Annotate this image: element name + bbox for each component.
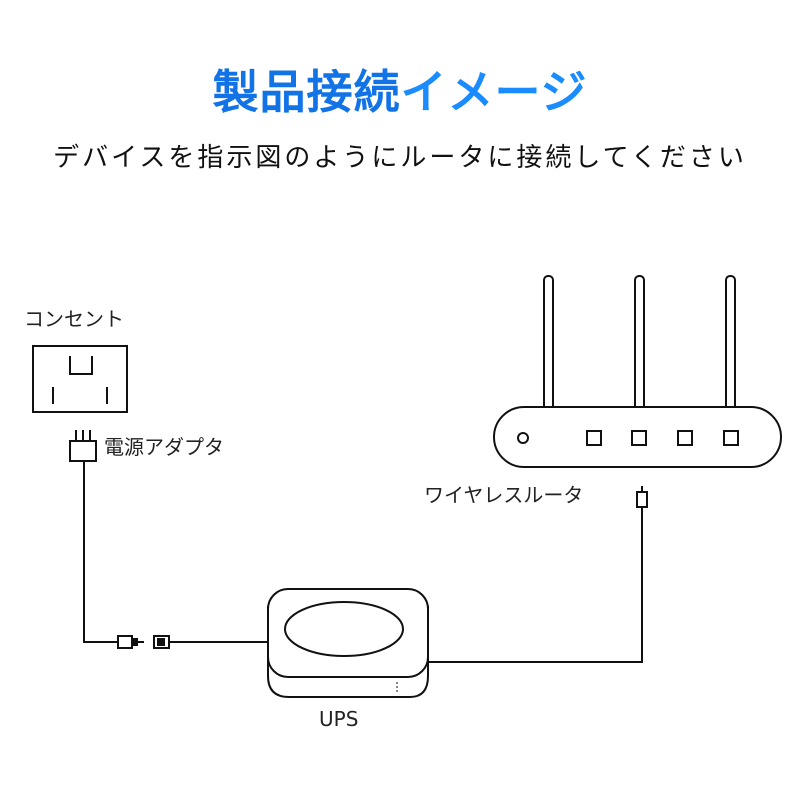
title-part-1: 製品接続 bbox=[212, 65, 401, 119]
title-part-2: イメージ bbox=[400, 65, 588, 119]
router-device-icon bbox=[493, 406, 782, 468]
page-subtitle: デバイスを指示図のようにルータに接続してください bbox=[53, 143, 747, 173]
adapter-label: 電源アダプタ bbox=[104, 435, 224, 459]
router-cable bbox=[428, 507, 643, 663]
dc-connector-icon bbox=[117, 635, 170, 649]
adapter-cable bbox=[83, 461, 272, 643]
page-title: 製品接続イメージ bbox=[0, 62, 800, 122]
router-label: ワイヤレスルータ bbox=[424, 483, 584, 507]
ups-device-icon bbox=[267, 588, 429, 698]
ethernet-connector-icon bbox=[636, 486, 648, 508]
adapter-plug-icon bbox=[69, 430, 97, 462]
outlet-icon bbox=[32, 345, 128, 413]
router-antennas bbox=[543, 275, 736, 412]
ups-label: UPS bbox=[319, 707, 359, 731]
outlet-label: コンセント bbox=[24, 307, 124, 331]
